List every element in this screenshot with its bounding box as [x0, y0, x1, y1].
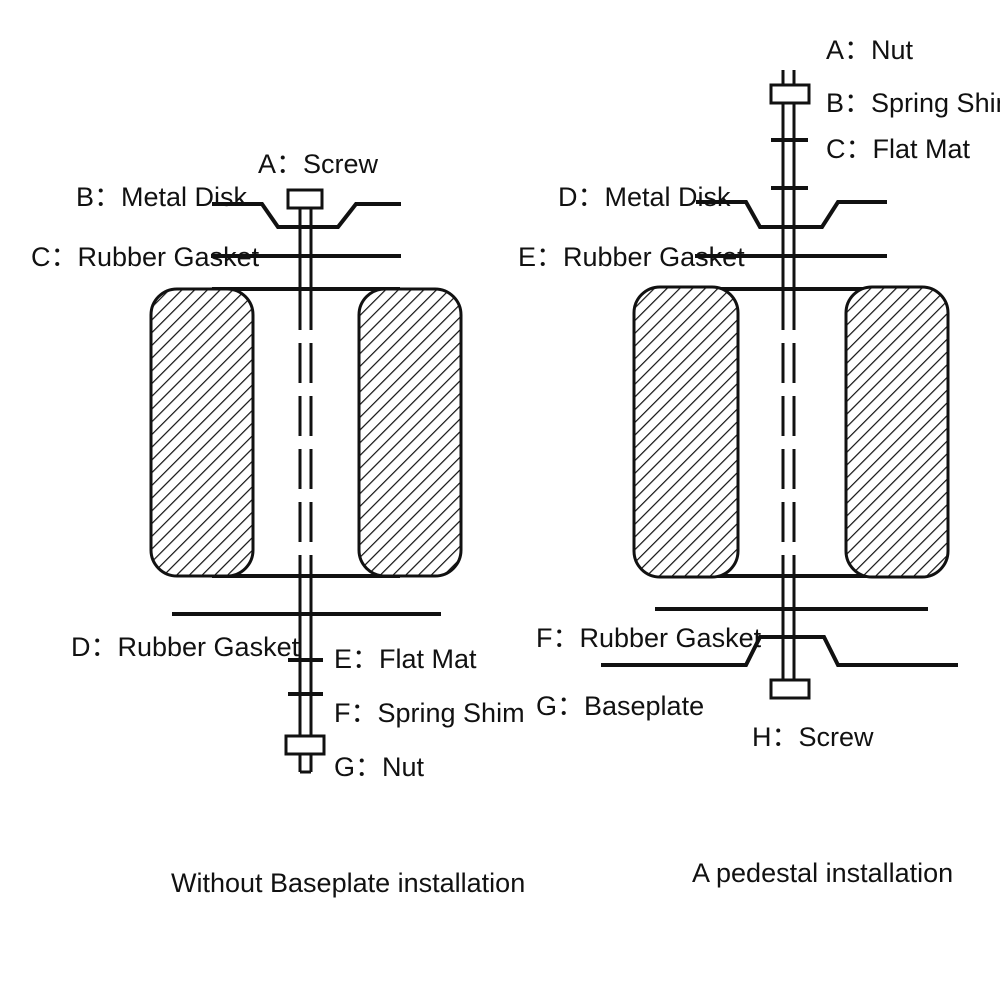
left-metal-disk [212, 202, 401, 229]
left-nut [284, 734, 326, 756]
right-label-baseplate: G：Baseplate [536, 691, 704, 721]
left-label-flat-mat: E：Flat Mat [334, 644, 477, 674]
right-label-nut: A：Nut [826, 35, 914, 65]
right-screw-head [769, 678, 811, 700]
right-baseplate [601, 635, 958, 667]
left-label-nut: G：Nut [334, 752, 425, 782]
right-label-flat-mat: C：Flat Mat [826, 134, 971, 164]
right-nut [769, 83, 811, 105]
right-label-metal-disk: D：Metal Disk [558, 182, 731, 212]
left-label-rubber-gasket-bottom: D：Rubber Gasket [71, 632, 300, 662]
right-label-spring-shim: B：Spring Shim [826, 88, 1000, 118]
left-label-spring-shim: F：Spring Shim [334, 698, 525, 728]
left-rubber-mount [149, 287, 463, 578]
left-bolt-shaft [298, 208, 313, 774]
left-label-screw: A：Screw [258, 149, 379, 179]
right-bolt-shaft [781, 70, 796, 680]
right-diagram: A：Nut B：Spring Shim C：Flat Mat D：Metal D… [518, 35, 1000, 888]
right-label-screw: H：Screw [752, 722, 874, 752]
left-label-rubber-gasket-top: C：Rubber Gasket [31, 242, 260, 272]
right-label-rubber-gasket-top: E：Rubber Gasket [518, 242, 745, 272]
right-label-rubber-gasket-bottom: F：Rubber Gasket [536, 623, 762, 653]
left-screw-head [286, 188, 324, 210]
right-rubber-mount [632, 285, 950, 579]
left-label-metal-disk: B：Metal Disk [76, 182, 248, 212]
left-caption: Without Baseplate installation [171, 868, 525, 898]
right-caption: A pedestal installation [692, 858, 953, 888]
right-metal-disk [696, 200, 887, 229]
left-diagram: A：Screw B：Metal Disk C：Rubber Gasket D：R… [31, 149, 525, 898]
